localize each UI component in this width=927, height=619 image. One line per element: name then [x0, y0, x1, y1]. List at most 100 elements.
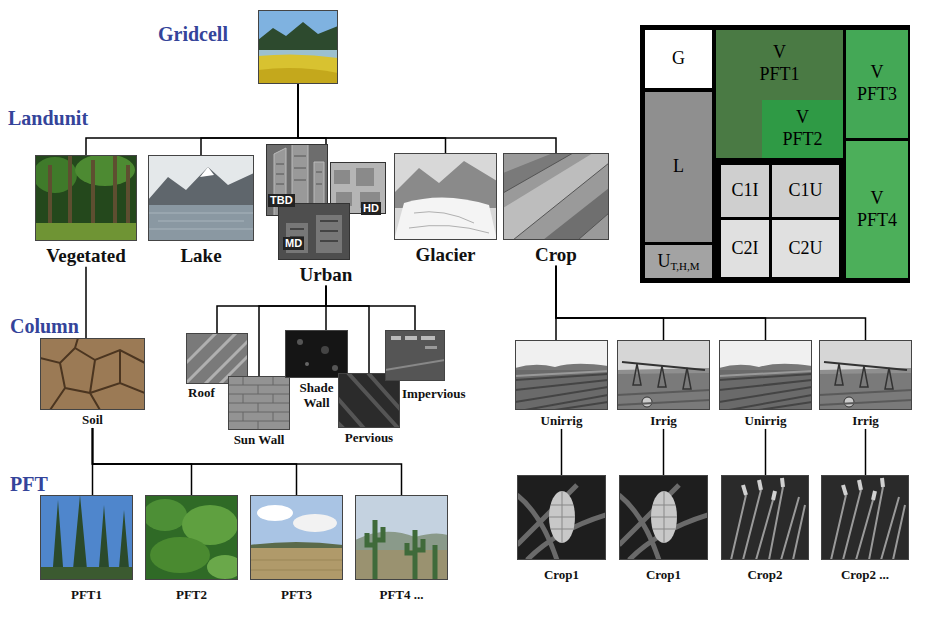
illustration-part: [228, 376, 290, 430]
photo-frame: [285, 330, 348, 378]
photo-frame: [721, 475, 809, 560]
node-caption: Unirrig: [515, 414, 608, 429]
photo-node: Roof: [186, 333, 248, 401]
illustration-part: [339, 374, 400, 428]
illustration-part: [143, 499, 187, 531]
tree-connector: [326, 286, 369, 373]
node-caption: Glacier: [394, 244, 497, 266]
tree-connector: [326, 286, 415, 330]
cell-label: C2U: [788, 238, 822, 260]
illustration-part: [425, 346, 437, 349]
illustration-part: [41, 339, 145, 410]
illustration-part: [285, 330, 348, 378]
illustration-part: [503, 153, 609, 240]
illustration-part: [250, 560, 343, 570]
photo-frame: [385, 330, 445, 381]
illustration-part: [355, 495, 448, 580]
node-caption: Urban: [266, 264, 386, 286]
tree-connector: [93, 428, 192, 495]
illustration-part: [640, 25, 910, 283]
illustration-part: [149, 156, 254, 241]
illustration-part: [250, 495, 343, 580]
illustration-part: [332, 365, 338, 371]
cell-label: C1U: [788, 180, 822, 202]
illustration-part: [409, 212, 489, 233]
tree-connector: [298, 84, 446, 153]
cell-label: V PFT2: [778, 107, 828, 150]
illustration-part: [385, 330, 445, 381]
tree-connector: [93, 428, 402, 495]
cell-label: C1I: [732, 180, 759, 202]
photo-node: PFT1: [40, 495, 133, 603]
photo-frame: [40, 495, 133, 580]
tree-connector: [259, 286, 326, 376]
illustration-part: [143, 495, 243, 580]
cell-label: L: [673, 156, 684, 178]
photo-frame: [355, 495, 448, 580]
illustration-part: [394, 153, 497, 240]
illustration-part: [385, 330, 445, 381]
tree-connector: [663, 429, 665, 475]
node-caption: Soil: [40, 413, 145, 428]
photo-frame: [819, 340, 912, 410]
illustration-part: [148, 167, 254, 205]
photo-frame: [394, 153, 497, 240]
photo-node: Unirrig: [515, 340, 608, 429]
illustration-part: [279, 204, 350, 260]
tree-connector: [298, 84, 326, 144]
photo-frame: [35, 155, 137, 241]
illustration-part: [148, 155, 254, 241]
photo-frame: [186, 333, 248, 384]
illustration-part: [305, 362, 309, 366]
node-caption: Crop2 ...: [821, 568, 909, 583]
photo-node: Crop2: [721, 475, 809, 583]
illustration-part: [619, 475, 708, 560]
grid-cell: V PFT4: [846, 141, 908, 278]
illustration-part: [228, 376, 290, 430]
illustration-part: [819, 340, 912, 410]
tree-connector: [765, 429, 767, 475]
illustration-part: [40, 495, 133, 580]
illustration-part: [386, 331, 445, 381]
photo-node: Gridcell: [258, 10, 338, 84]
photo-frame: [515, 340, 608, 410]
illustration-part: [356, 496, 448, 580]
illustration-part: [617, 340, 710, 410]
grid-cell: UT,H,M: [645, 245, 712, 278]
level-label: Column: [10, 314, 79, 338]
illustration-part: [367, 520, 435, 580]
illustration-part: [278, 203, 350, 260]
illustration-part: [355, 495, 448, 580]
illustration-part: [40, 567, 133, 580]
photo-frame: [228, 376, 290, 430]
illustration-part: [148, 213, 254, 229]
node-caption: PFT2: [145, 588, 238, 603]
cell-label: U: [657, 251, 670, 273]
node-caption: PFT3: [250, 588, 343, 603]
photo-frame: [145, 495, 238, 580]
tree-connector: [865, 429, 867, 475]
illustration-part: [258, 10, 338, 84]
photo-node: Soil: [40, 338, 145, 428]
node-caption: Crop: [503, 244, 609, 266]
illustration-part: [259, 11, 338, 84]
tree-connector: [217, 286, 326, 333]
image-tag: TBD: [268, 194, 295, 207]
photo-node: Impervious: [385, 330, 445, 402]
illustration-part: [405, 336, 417, 340]
illustration-part: [333, 373, 408, 433]
photo-node: Crop2 ...: [821, 475, 909, 583]
cell-label: V PFT4: [852, 188, 902, 231]
illustration-part: [286, 331, 348, 378]
node-caption: Unirrig: [719, 414, 812, 429]
illustration-part: [33, 154, 137, 241]
photo-node: Crop: [503, 153, 609, 266]
photo-frame: [503, 153, 609, 240]
photo-node: Pervious: [338, 373, 400, 446]
illustration-part: [35, 155, 137, 241]
illustration-part: [391, 336, 401, 340]
node-caption: Crop1: [517, 568, 606, 583]
photo-node: PFT4 ...: [355, 495, 448, 603]
image-tag: HD: [361, 202, 381, 215]
